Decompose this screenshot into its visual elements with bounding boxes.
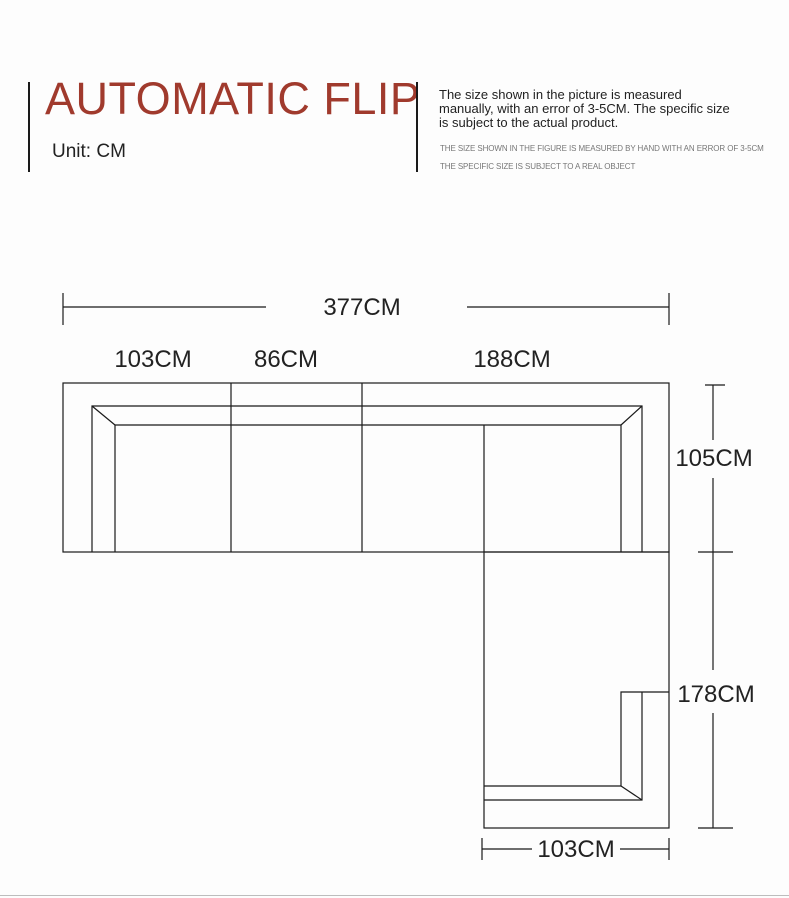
depth-label: 105CM (675, 445, 752, 472)
measurement-note-small-2: THE SPECIFIC SIZE IS SUBJECT TO A REAL O… (440, 162, 636, 171)
measurement-note-small-1: THE SIZE SHOWN IN THE FIGURE IS MEASURED… (440, 144, 764, 153)
chaise-arm-outline (484, 691, 669, 801)
chaise-width-label: 103CM (537, 836, 614, 863)
right-header-divider (416, 82, 418, 172)
seat-2-width-label: 86CM (254, 346, 318, 373)
bottom-divider (0, 895, 789, 896)
total-width-dimension-line (62, 293, 670, 325)
chaise-length-label: 178CM (677, 681, 754, 708)
sofa-outline (62, 382, 670, 829)
chaise-width-dimension-line (481, 838, 670, 860)
seat-3-width-label: 188CM (473, 346, 550, 373)
depth-dimension-line (698, 384, 733, 553)
page-title: AUTOMATIC FLIP (45, 73, 421, 124)
seat-1-width-label: 103CM (114, 346, 191, 373)
total-width-label: 377CM (323, 294, 400, 321)
unit-label: Unit: CM (52, 141, 126, 162)
left-header-divider (28, 82, 30, 172)
backrest-outline (91, 405, 643, 552)
measurement-note: The size shown in the picture is measure… (439, 87, 730, 130)
chaise-length-dimension-line (698, 552, 733, 829)
